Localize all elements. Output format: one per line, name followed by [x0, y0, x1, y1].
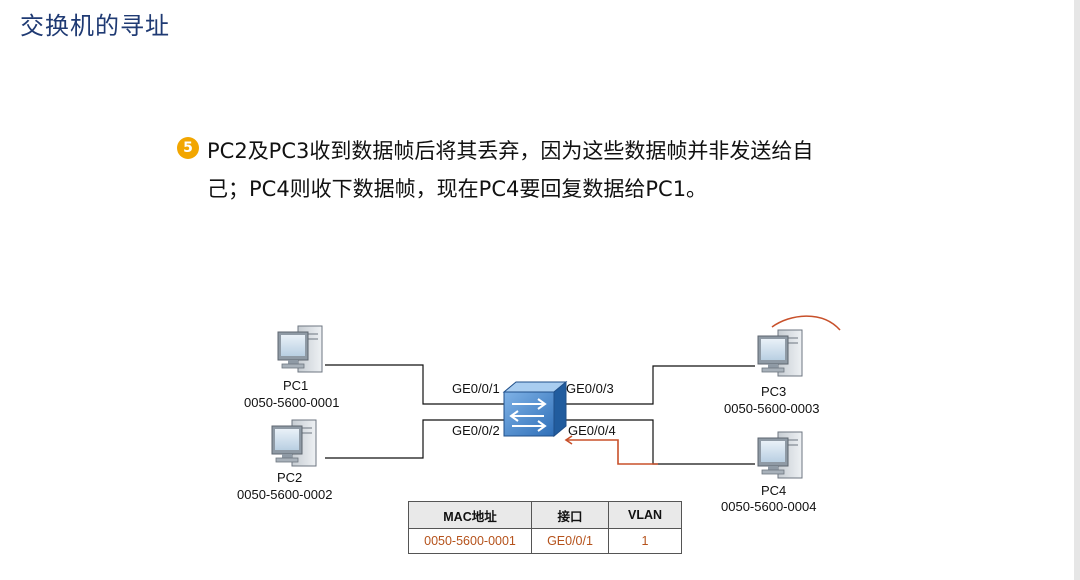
pc1-name: PC1	[283, 378, 309, 393]
link-pc1-switch	[325, 364, 504, 405]
pc4-computer-icon	[757, 431, 803, 479]
pc4-name: PC4	[761, 483, 787, 498]
port-label-ge0-0-4: GE0/0/4	[568, 423, 616, 438]
mac-address-table: MAC地址 接口 VLAN 0050-5600-0001 GE0/0/1 1	[408, 501, 682, 554]
port-label-ge0-0-3: GE0/0/3	[566, 381, 614, 396]
link-pc3-switch	[560, 365, 755, 405]
mac-table-header-row: MAC地址 接口 VLAN	[408, 501, 682, 529]
pc2-mac: 0050-5600-0002	[237, 487, 333, 502]
pc4-mac: 0050-5600-0004	[721, 499, 817, 514]
annotation-arc-over-pc3	[771, 315, 841, 331]
link-pc4-switch	[560, 419, 755, 465]
table-row: 0050-5600-0001 GE0/0/1 1	[408, 528, 682, 554]
port-label-ge0-0-2: GE0/0/2	[452, 423, 500, 438]
pc2-name: PC2	[277, 470, 303, 485]
link-pc2-switch	[325, 419, 504, 459]
pc3-mac: 0050-5600-0003	[724, 401, 820, 416]
mac-table-cell-port: GE0/0/1	[531, 528, 609, 554]
pc1-computer-icon	[277, 325, 323, 373]
annotation-arrow-to-ge004	[566, 439, 658, 465]
mac-table-cell-vlan: 1	[608, 528, 682, 554]
step-text-line-1: PC2及PC3收到数据帧后将其丢弃，因为这些数据帧并非发送给自	[207, 139, 814, 163]
mac-table-header-port: 接口	[531, 501, 609, 529]
step-text-line-2: 己；PC4则收下数据帧，现在PC4要回复数据给PC1。	[207, 177, 708, 201]
annotation-arrowhead	[564, 435, 573, 445]
mac-table-cell-mac: 0050-5600-0001	[408, 528, 532, 554]
pc3-name: PC3	[761, 384, 787, 399]
mac-table-header-mac: MAC地址	[408, 501, 532, 529]
pc2-computer-icon	[271, 419, 317, 467]
mac-table-header-vlan: VLAN	[608, 501, 682, 529]
right-edge-divider	[1074, 0, 1080, 580]
switch-icon	[502, 380, 568, 438]
pc3-computer-icon	[757, 329, 803, 377]
step-number-badge: 5	[177, 137, 199, 159]
page-title: 交换机的寻址	[20, 12, 170, 40]
port-label-ge0-0-1: GE0/0/1	[452, 381, 500, 396]
pc1-mac: 0050-5600-0001	[244, 395, 340, 410]
step-description: PC2及PC3收到数据帧后将其丢弃，因为这些数据帧并非发送给自 己；PC4则收下…	[207, 132, 847, 208]
